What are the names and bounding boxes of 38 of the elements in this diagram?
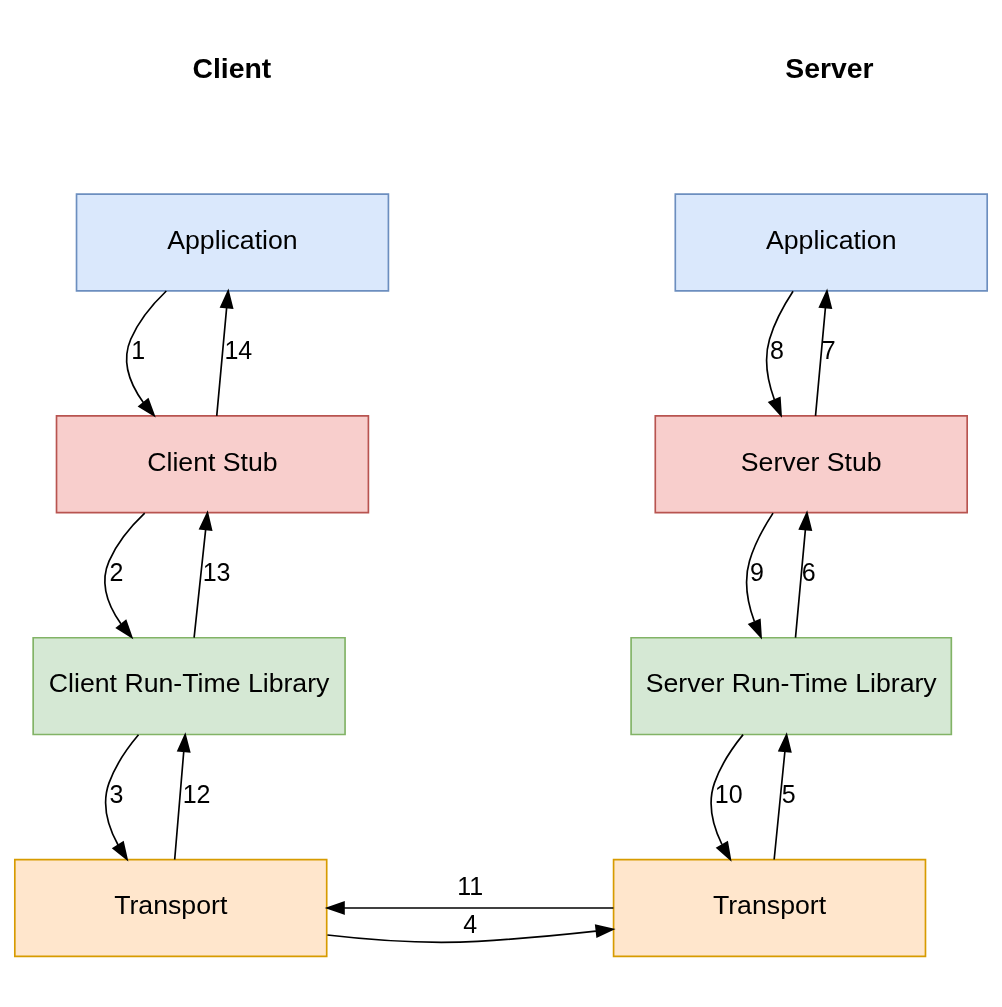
arrow [104,734,140,862]
node-box: Client Stub [55,415,370,514]
edge-label: 6 [801,558,816,587]
edge-label: 7 [821,336,836,365]
arrow [324,900,615,915]
label: Server [785,52,874,85]
node-box: Transport [612,858,927,958]
edge-label: 10 [714,779,743,808]
edge-label: 14 [224,336,253,365]
node-box: Client Run-Time Library [32,636,346,736]
arrow [765,290,794,418]
edge-label: 3 [109,779,124,808]
node-box: Transport [13,858,328,958]
arrow [215,288,234,417]
arrow [173,732,191,861]
arrow [794,510,813,639]
arrow [104,512,146,640]
edge-label: 9 [750,558,764,587]
arrow [814,288,833,417]
label: Client [192,52,272,85]
node-box: Application [75,193,390,292]
edge-label: 1 [131,336,146,365]
arrow [773,732,792,861]
arrow [745,512,774,640]
node-box: Server Stub [654,415,968,514]
arrow [710,733,744,862]
arrow [326,924,616,944]
node-box: Application [674,193,989,292]
node-box: Server Run-Time Library [630,636,953,736]
edge-label: 4 [463,909,478,938]
edge-label: 2 [109,558,124,587]
edge-label: 5 [781,779,796,808]
arrow [193,510,213,639]
edge-label: 13 [202,558,231,587]
edge-label: 12 [182,779,211,808]
edge-label: 11 [457,871,484,900]
edge-label: 8 [770,336,784,365]
arrow [125,290,168,418]
